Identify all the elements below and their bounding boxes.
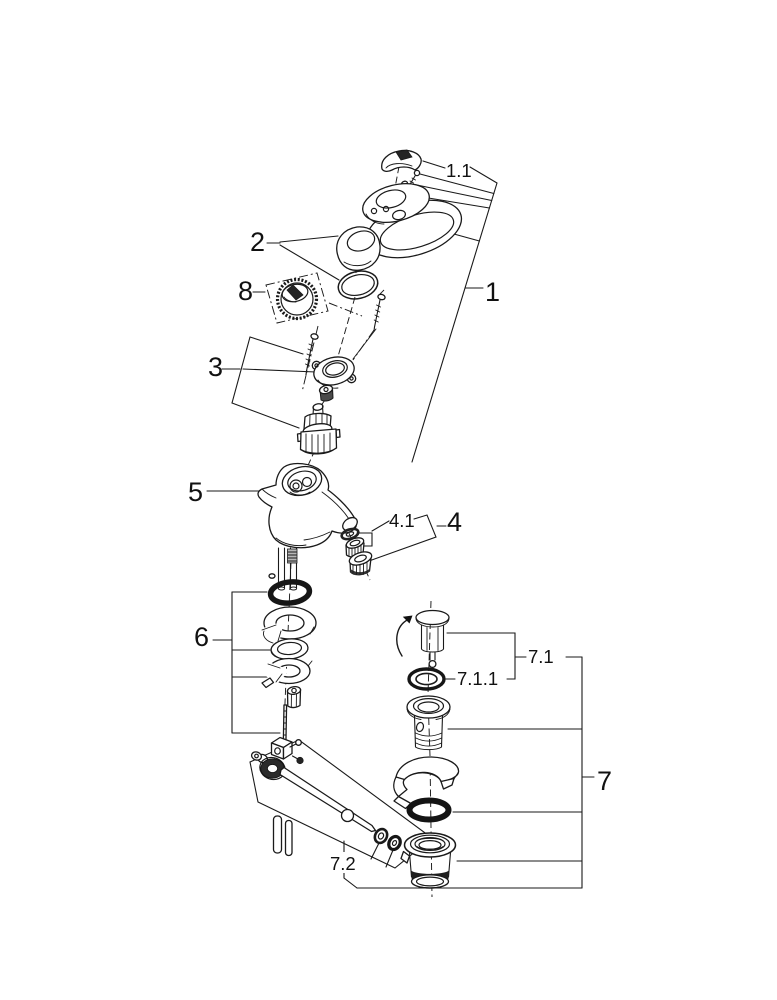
screw-left — [305, 333, 319, 376]
rod-seal-ring — [259, 756, 286, 781]
o-ring-top — [337, 270, 379, 300]
pull-rod — [282, 704, 288, 745]
cartridge-flange — [311, 356, 357, 389]
part-label-1: 1 — [485, 277, 500, 307]
leader-lines — [206, 160, 595, 889]
basin-cross-section — [393, 756, 460, 810]
cartridge — [296, 403, 341, 455]
part-label-7-2: 7.2 — [330, 853, 356, 874]
aerator-housing — [348, 551, 373, 576]
temperature-limiter — [265, 272, 329, 324]
part-label-4-1: 4.1 — [389, 510, 415, 531]
part-label-7-1-1: 7.1.1 — [457, 668, 498, 689]
label-backing — [326, 852, 359, 873]
handle-cap — [381, 149, 422, 173]
part-label-2: 2 — [250, 227, 265, 257]
horizontal-rod — [279, 766, 377, 833]
aerator-insert — [345, 537, 365, 558]
part-label-3: 3 — [208, 352, 223, 382]
o-ring-drain — [406, 797, 452, 823]
faucet-body — [257, 462, 358, 591]
part-label-7-1: 7.1 — [528, 646, 554, 667]
part-label-6: 6 — [194, 622, 209, 652]
o-ring-mount — [267, 579, 313, 606]
gasket-horseshoe — [256, 606, 317, 644]
part-label-4: 4 — [447, 507, 462, 537]
mounting-nut — [286, 685, 302, 709]
plug-seal-ring — [407, 667, 446, 691]
c-clamp — [260, 657, 313, 689]
lever-handle — [362, 183, 463, 259]
rotation-arrow — [396, 615, 413, 657]
part-label-8: 8 — [238, 276, 253, 306]
cartridge-nut — [318, 384, 334, 402]
drain-body-upper — [406, 695, 451, 751]
rod-sections — [272, 815, 293, 857]
dome-cap — [336, 226, 381, 271]
part-label-5: 5 — [188, 477, 203, 507]
clevis-screws — [289, 739, 304, 765]
labels: 1 1.1 2 8 3 5 4.1 4 6 7.1 7.1.1 7 7.2 — [188, 160, 612, 874]
screw-right — [373, 293, 386, 332]
rod-clevis-block — [270, 736, 293, 760]
rod-o-rings — [373, 827, 402, 852]
part-label-1-1: 1.1 — [446, 160, 472, 181]
drain-body-lower — [400, 832, 457, 889]
drain-plug — [415, 609, 450, 671]
aerator-washer — [340, 527, 360, 541]
part-label-7: 7 — [597, 766, 612, 796]
